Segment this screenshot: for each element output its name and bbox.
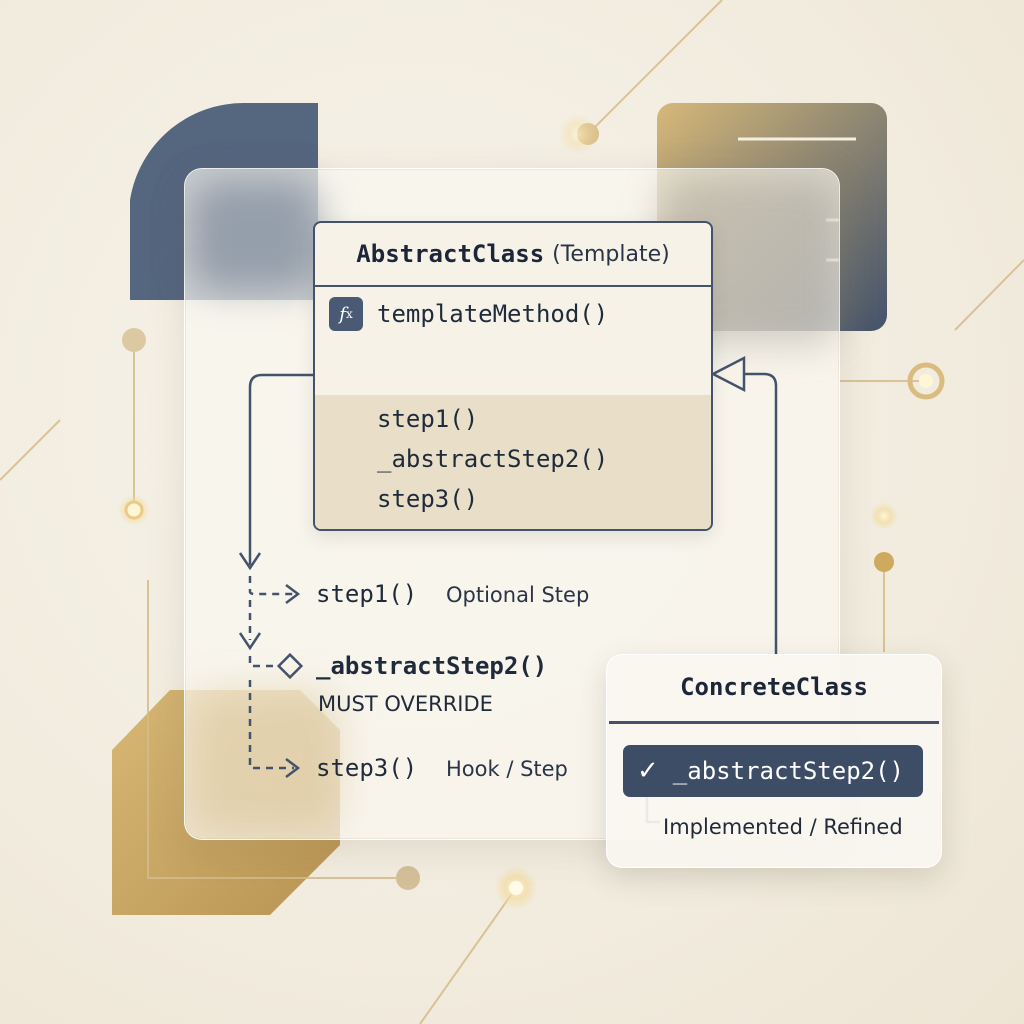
flow-step3-label: step3() <box>316 754 418 782</box>
template-method-label: templateMethod() <box>377 300 609 328</box>
check-icon: ✓ <box>637 756 659 786</box>
flow-step1-note: Optional Step <box>446 583 590 607</box>
abstract-class-header: AbstractClass (Template) <box>315 223 711 287</box>
abstract-step-3: step3() <box>377 485 479 513</box>
concrete-class-box: ConcreteClass ✓ _abstractStep2() Impleme… <box>606 654 942 868</box>
abstract-class-name: AbstractClass <box>356 240 545 268</box>
implemented-note: Implemented / Refined <box>663 815 903 839</box>
flow-step2-label: _abstractStep2() <box>316 652 548 680</box>
blur-blob-navy <box>190 180 320 290</box>
abstract-steps-section: step1() _abstractStep2() step3() <box>315 395 711 529</box>
concrete-class-name: ConcreteClass <box>680 673 868 701</box>
abstract-class-stereotype: (Template) <box>552 241 670 267</box>
implemented-method-label: _abstractStep2() <box>672 757 904 785</box>
implemented-method-pill: ✓ _abstractStep2() <box>623 745 923 797</box>
concrete-class-divider <box>609 721 939 724</box>
flow-step1-label: step1() <box>316 580 418 608</box>
abstract-step-2: _abstractStep2() <box>377 445 609 473</box>
abstract-step-1: step1() <box>377 405 479 433</box>
flow-step2-note: MUST OVERRIDE <box>318 692 493 716</box>
flow-step3-note: Hook / Step <box>446 757 568 781</box>
